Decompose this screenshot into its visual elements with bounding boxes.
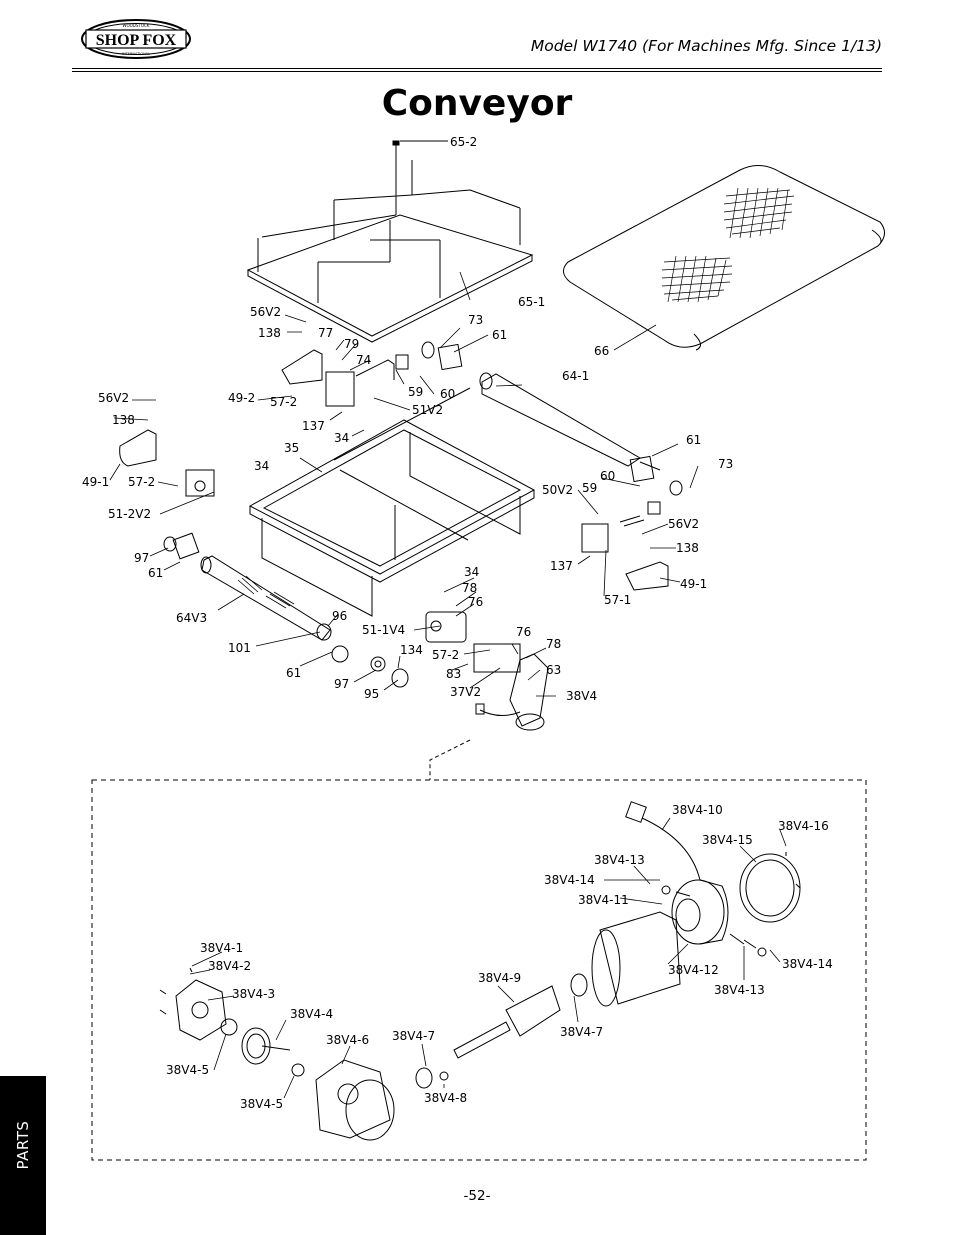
callout-60: 60	[600, 469, 615, 483]
parts-side-tab: PARTS	[0, 1076, 46, 1235]
callout-97: 97	[334, 677, 349, 691]
end-plate-38V4-6	[315, 1059, 391, 1139]
callout-57-2: 57-2	[432, 648, 459, 662]
callout-38V4-16: 38V4-16	[778, 819, 829, 833]
armature-38V4-9	[505, 985, 561, 1037]
model-line: Model W1740 (For Machines Mfg. Since 1/1…	[530, 37, 882, 55]
callout-137: 137	[302, 419, 325, 433]
roller-64V3	[201, 555, 331, 641]
callout-64V3: 64V3	[176, 611, 207, 625]
callout-57-2: 57-2	[270, 395, 297, 409]
callout-95: 95	[364, 687, 379, 701]
callout-137: 137	[550, 559, 573, 573]
callout-34: 34	[334, 431, 349, 445]
callout-74: 74	[356, 353, 371, 367]
callout-38V4-3: 38V4-3	[232, 987, 275, 1001]
callout-38V4-13: 38V4-13	[594, 853, 645, 867]
callout-138: 138	[258, 326, 281, 340]
callout-38V4-10: 38V4-10	[672, 803, 723, 817]
callout-49-2: 49-2	[228, 391, 255, 405]
callout-38V4-5: 38V4-5	[240, 1097, 283, 1111]
callout-49-1: 49-1	[82, 475, 109, 489]
motor-housing-38V4-11	[599, 911, 681, 1005]
callout-57-1: 57-1	[604, 593, 631, 607]
callout-64-1: 64-1	[562, 369, 589, 383]
callout-38V4-14: 38V4-14	[544, 873, 595, 887]
callout-138: 138	[112, 413, 135, 427]
callout-61: 61	[492, 328, 507, 342]
callout-61: 61	[286, 666, 301, 680]
callout-51-2V2: 51-2V2	[108, 507, 151, 521]
callout-38V4: 38V4	[566, 689, 597, 703]
callout-35: 35	[284, 441, 299, 455]
callout-56V2: 56V2	[98, 391, 129, 405]
callout-38V4-6: 38V4-6	[326, 1033, 369, 1047]
page-title: Conveyor	[381, 83, 573, 124]
callout-60: 60	[440, 387, 455, 401]
callout-76: 76	[516, 625, 531, 639]
side-tab-label: PARTS	[14, 1120, 32, 1170]
belt-mesh-pattern	[661, 187, 795, 303]
callout-96: 96	[332, 609, 347, 623]
callout-38V4-13: 38V4-13	[714, 983, 765, 997]
callout-56V2: 56V2	[250, 305, 281, 319]
callout-61: 61	[686, 433, 701, 447]
callout-65-2: 65-2	[450, 135, 477, 149]
callout-38V4-7: 38V4-7	[392, 1029, 435, 1043]
callout-57-2: 57-2	[128, 475, 155, 489]
callout-38V4-2: 38V4-2	[208, 959, 251, 973]
callout-59: 59	[582, 481, 597, 495]
conveyor-belt-66	[563, 165, 885, 348]
callout-38V4-1: 38V4-1	[200, 941, 243, 955]
callout-97: 97	[134, 551, 149, 565]
shop-fox-logo: SHOP FOX WOODSTOCK INTERNATIONAL	[81, 19, 191, 59]
callout-38V4-5: 38V4-5	[166, 1063, 209, 1077]
page-number: -52-	[463, 1188, 491, 1204]
callout-38V4-15: 38V4-15	[702, 833, 753, 847]
gear-cover-38V4-3	[175, 979, 227, 1041]
callout-34: 34	[254, 459, 269, 473]
callout-38V4-9: 38V4-9	[478, 971, 521, 985]
callout-79: 79	[344, 337, 359, 351]
logo-bottom-text: INTERNATIONAL	[122, 52, 150, 56]
callout-78: 78	[546, 637, 561, 651]
callout-78: 78	[462, 581, 477, 595]
callout-101: 101	[228, 641, 251, 655]
roller-64-1	[481, 373, 641, 467]
callout-50V2: 50V2	[542, 483, 573, 497]
header-rule	[72, 68, 882, 69]
callout-38V4-7: 38V4-7	[560, 1025, 603, 1039]
callout-59: 59	[408, 385, 423, 399]
callout-38V4-11: 38V4-11	[578, 893, 629, 907]
callout-138: 138	[676, 541, 699, 555]
callout-83: 83	[446, 667, 461, 681]
callout-56V2: 56V2	[668, 517, 699, 531]
callout-76: 76	[468, 595, 483, 609]
callout-49-1: 49-1	[680, 577, 707, 591]
logo-top-text: WOODSTOCK	[123, 23, 150, 28]
callout-66: 66	[594, 344, 609, 358]
callout-77: 77	[318, 326, 333, 340]
logo-text: SHOP FOX	[96, 32, 177, 49]
callout-51V2: 51V2	[412, 403, 443, 417]
callout-61: 61	[148, 566, 163, 580]
callout-134: 134	[400, 643, 423, 657]
callout-38V4-14: 38V4-14	[782, 957, 833, 971]
callout-65-1: 65-1	[518, 295, 545, 309]
motor-detail-box	[91, 779, 867, 1161]
callout-63: 63	[546, 663, 561, 677]
callout-34: 34	[464, 565, 479, 579]
callout-37V2: 37V2	[450, 685, 481, 699]
callout-73: 73	[718, 457, 733, 471]
callout-38V4-8: 38V4-8	[424, 1091, 467, 1105]
header-rule-2	[72, 71, 882, 72]
callout-38V4-12: 38V4-12	[668, 963, 719, 977]
callout-51-1V4: 51-1V4	[362, 623, 405, 637]
callout-73: 73	[468, 313, 483, 327]
callout-38V4-4: 38V4-4	[290, 1007, 333, 1021]
